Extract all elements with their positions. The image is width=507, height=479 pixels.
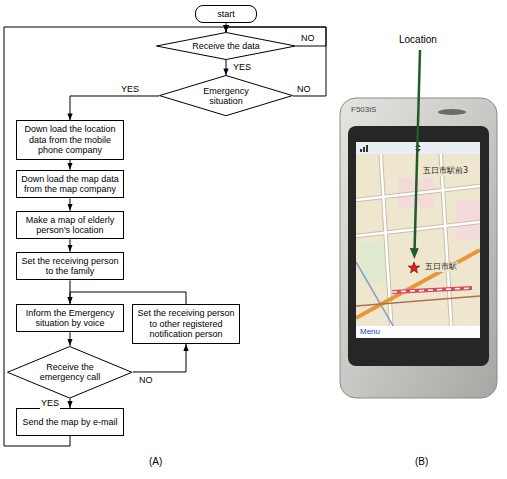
branch-label: YES xyxy=(40,398,60,409)
diamond-shape xyxy=(160,76,293,116)
node-text: start xyxy=(196,9,256,19)
signal-bar xyxy=(363,147,365,152)
branch-label: YES xyxy=(232,62,252,73)
process-box: Set the receiving person to other regist… xyxy=(132,304,240,344)
street xyxy=(356,186,480,200)
node-text: Receive the data xyxy=(192,41,260,51)
flow-connector xyxy=(133,344,186,372)
branch-label: NO xyxy=(300,33,316,44)
flow-connector xyxy=(69,332,70,345)
flow-connector xyxy=(69,398,70,408)
process-box: Down load the map data from the map comp… xyxy=(16,170,124,199)
panel-label: (B) xyxy=(414,456,429,468)
diamond-shape xyxy=(157,33,296,60)
streets xyxy=(356,142,480,338)
flow-connector xyxy=(70,96,159,120)
diamond-shape xyxy=(8,346,132,398)
node-text: Down load the location data from the mob… xyxy=(17,124,123,155)
callout-label: Location xyxy=(398,34,438,46)
flow-connector xyxy=(70,198,71,210)
decision-diamond: Receive the emergency call xyxy=(7,346,132,399)
model-name: F503iS xyxy=(350,105,377,115)
leader-line xyxy=(415,50,420,249)
street xyxy=(356,222,480,236)
road xyxy=(356,296,480,306)
street xyxy=(380,142,392,338)
process-box: Send the map by e-mail xyxy=(16,408,124,436)
railway-dashes xyxy=(392,288,472,292)
flow-connector xyxy=(70,160,71,170)
node-text: Inform the Emergency situation by voice xyxy=(17,308,123,329)
node-text: Set the receiving person to the family xyxy=(17,256,123,277)
location-arrow xyxy=(410,50,420,259)
flow-connector xyxy=(70,292,186,304)
screen-bezel xyxy=(348,126,489,366)
panel-label: (A) xyxy=(148,456,163,468)
signal-bar xyxy=(366,145,368,152)
flow-connector xyxy=(225,60,226,75)
map-place-name: 五日市駅 xyxy=(424,262,458,272)
street xyxy=(356,186,480,200)
process-box: Inform the Emergency situation by voice xyxy=(16,304,124,333)
signal-bar xyxy=(360,149,362,152)
branch-label: YES xyxy=(120,84,140,95)
street xyxy=(356,222,480,236)
node-text: Down load the map data from the map comp… xyxy=(17,174,123,195)
node-text: Send the map by e-mail xyxy=(17,417,123,427)
decision-diamond: Receive the data xyxy=(156,32,296,60)
map-block xyxy=(456,200,480,240)
map-ground xyxy=(356,142,480,338)
node-text: Receive the emergency call xyxy=(37,362,103,383)
flow-connector xyxy=(70,239,71,251)
node-text: Set the receiving person to other regist… xyxy=(133,308,239,339)
street xyxy=(380,142,392,338)
process-box: Set the receiving person to the family xyxy=(16,252,124,281)
main-road xyxy=(356,250,480,318)
arrow-head xyxy=(410,248,419,259)
map-screen xyxy=(356,142,480,338)
process-box: Down load the location data from the mob… xyxy=(16,120,124,159)
process-box: Make a map of elderly person's location xyxy=(16,211,124,240)
map-place-name: 五日市駅前3 xyxy=(422,166,469,176)
node-text: Emergency situation xyxy=(198,86,254,107)
railway xyxy=(392,288,472,292)
softkey-bar xyxy=(356,326,480,338)
decision-diamond: Emergency situation xyxy=(159,75,293,116)
terminal: start xyxy=(195,5,257,23)
softkey-label: Menu xyxy=(359,327,381,337)
location-star xyxy=(408,262,419,273)
branch-label: NO xyxy=(138,375,154,386)
street-outlines xyxy=(356,142,480,338)
node-text: Make a map of elderly person's location xyxy=(17,215,123,236)
branch-label: NO xyxy=(296,84,312,95)
earpiece xyxy=(438,109,466,115)
